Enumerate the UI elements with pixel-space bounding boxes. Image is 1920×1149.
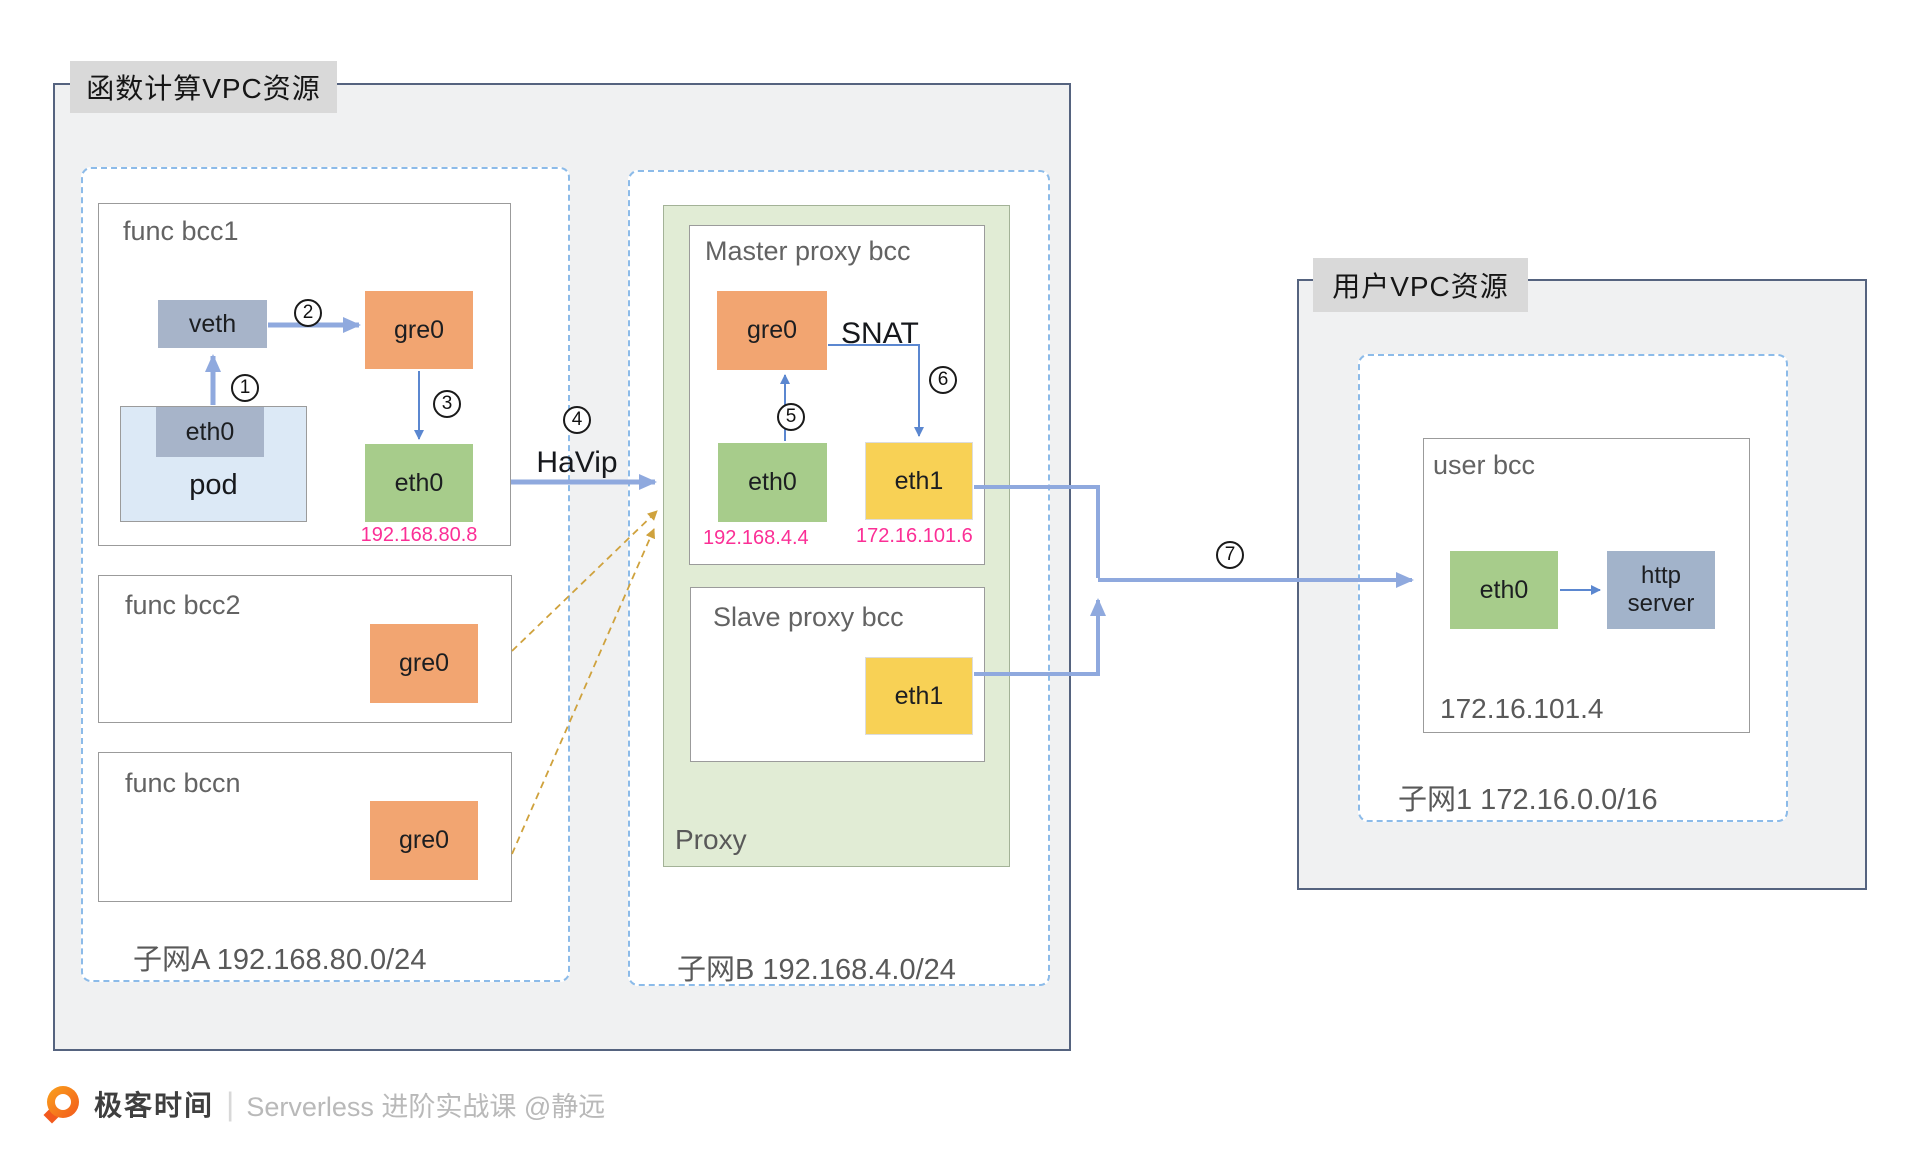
user-bcc-title: user bcc: [1433, 450, 1536, 480]
snat-label: SNAT: [841, 317, 919, 350]
slave-eth1-box: eth1: [865, 657, 973, 735]
func-bcc1-title: func bcc1: [123, 216, 239, 246]
footer-course-title: Serverless 进阶实战课 @静远: [246, 1091, 606, 1122]
bccn-gre0-box: gre0: [370, 801, 478, 880]
proxy-group-label: Proxy: [675, 824, 747, 855]
master-eth1-box: eth1: [865, 442, 973, 520]
step-1-badge: 1: [231, 374, 259, 402]
step-4-badge: 4: [563, 406, 591, 434]
bcc1-eth0-box: eth0: [365, 444, 473, 522]
user-vpc-label: 用户VPC资源: [1313, 258, 1528, 312]
veth-box: veth: [158, 300, 267, 348]
bcc2-gre0-box: gre0: [370, 624, 478, 703]
bcc1-eth0-ip: 192.168.80.8: [360, 524, 478, 546]
step-5-badge: 5: [777, 403, 805, 431]
pod-eth0-box: eth0: [156, 407, 264, 457]
step-3-badge: 3: [433, 390, 461, 418]
func-bccn-title: func bccn: [125, 768, 241, 798]
step-7-badge: 7: [1216, 541, 1244, 569]
pod-label: pod: [189, 469, 238, 501]
master-eth1-ip: 172.16.101.6: [856, 525, 973, 547]
user-bcc-ip: 172.16.101.4: [1440, 693, 1604, 724]
subnet-1-label: 子网1 172.16.0.0/16: [1398, 784, 1658, 816]
subnet-a-label: 子网A 192.168.80.0/24: [133, 944, 427, 976]
master-eth0-ip: 192.168.4.4: [703, 527, 809, 549]
bcc1-gre0-box: gre0: [365, 291, 473, 369]
step-2-badge: 2: [294, 299, 322, 327]
footer: 极客时间 | Serverless 进阶实战课 @静远: [43, 1084, 606, 1124]
func-bcc2-title: func bcc2: [125, 590, 241, 620]
footer-brand: 极客时间: [94, 1090, 215, 1121]
step-6-badge: 6: [929, 366, 957, 394]
geektime-logo-icon: [43, 1085, 82, 1124]
havip-label: HaVip: [536, 446, 618, 479]
fc-vpc-label: 函数计算VPC资源: [70, 61, 337, 113]
master-gre0-box: gre0: [717, 291, 827, 370]
master-proxy-title: Master proxy bcc: [705, 236, 911, 266]
master-eth0-box: eth0: [718, 443, 827, 522]
footer-divider: |: [226, 1085, 235, 1122]
subnet-b-label: 子网B 192.168.4.0/24: [677, 954, 956, 986]
http-server-box: http server: [1607, 551, 1715, 629]
slave-proxy-title: Slave proxy bcc: [713, 602, 904, 632]
user-eth0-box: eth0: [1450, 551, 1558, 629]
